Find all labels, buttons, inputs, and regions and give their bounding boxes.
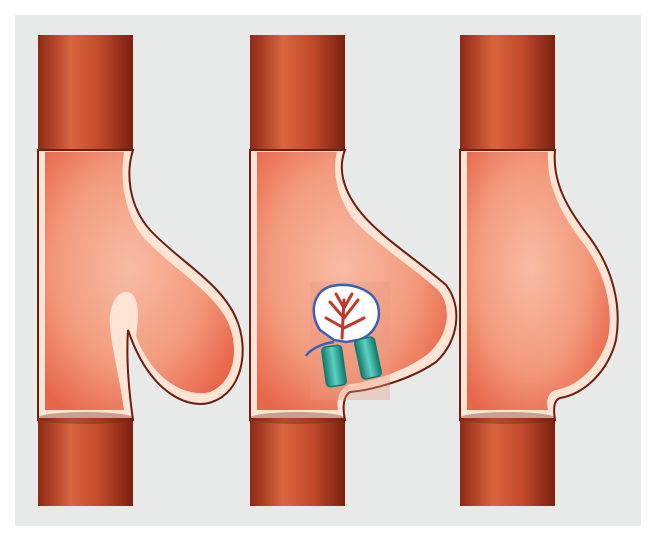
panel-2-top-vessel (250, 35, 345, 153)
panel-3-top-vessel (460, 35, 555, 153)
panel-3-aneurysm-filled (460, 35, 618, 506)
panel-1-bottom-vessel-cap (38, 412, 133, 424)
panel-3-aneurysm-lumen (467, 152, 610, 410)
panel-3-bottom-vessel (460, 418, 555, 506)
panel-3-bottom-vessel-cap (460, 412, 555, 424)
panel-2-bottom-vessel (250, 418, 345, 506)
stent-graft-device-icon (306, 282, 390, 400)
panel-2-aneurysm-with-device (250, 35, 456, 506)
panel-1-top-vessel (38, 35, 133, 153)
panel-1-bottom-vessel (38, 418, 133, 506)
panel-1-aneurysm-with-fold (38, 35, 243, 506)
panel-2-bottom-vessel-cap (250, 412, 345, 424)
